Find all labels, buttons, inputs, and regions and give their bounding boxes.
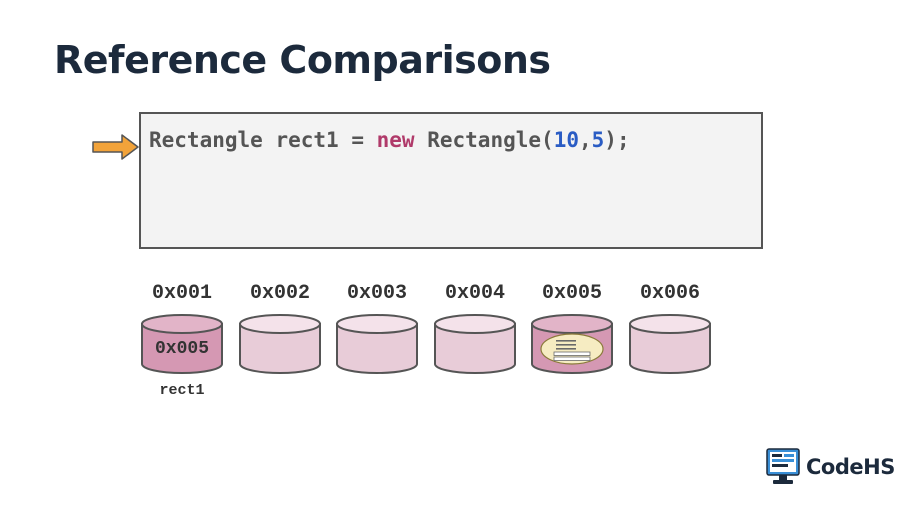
memory-address-label: 0x004 xyxy=(444,282,505,305)
code-line-1: Rectangle rect1 = new Rectangle(10,5); xyxy=(149,128,630,152)
memory-slot-value: 0x005 xyxy=(154,339,209,359)
code-keyword-new: new xyxy=(376,128,415,152)
memory-address-label: 0x003 xyxy=(346,282,407,305)
memory-slot-cylinder xyxy=(336,314,418,374)
code-type: Rectangle xyxy=(149,128,263,152)
slide-title: Reference Comparisons xyxy=(54,38,551,82)
code-panel: Rectangle rect1 = new Rectangle(10,5); xyxy=(139,112,763,249)
memory-slot-cylinder xyxy=(629,314,711,374)
code-close: ); xyxy=(604,128,630,152)
current-line-arrow-icon xyxy=(92,134,139,160)
memory-slot-cylinder xyxy=(531,314,613,374)
code-constructor: Rectangle xyxy=(427,128,542,152)
memory-address-label: 0x005 xyxy=(541,282,602,305)
codehs-logo: CodeHS xyxy=(766,448,895,486)
code-arg-width: 10 xyxy=(553,128,579,152)
object-thumbnail-icon xyxy=(540,333,604,365)
monitor-icon xyxy=(766,448,800,484)
code-open-paren: ( xyxy=(541,128,554,152)
code-comma: , xyxy=(578,128,592,152)
memory-address-label: 0x001 xyxy=(151,282,212,305)
memory-slot-cylinder xyxy=(434,314,516,374)
memory-slot-cylinder xyxy=(239,314,321,374)
variable-label: rect1 xyxy=(159,382,205,399)
memory-slot-cylinder xyxy=(141,314,223,374)
code-equals: = xyxy=(351,128,364,152)
memory-address-label: 0x006 xyxy=(639,282,700,305)
brand-name: CodeHS xyxy=(806,455,895,479)
memory-address-label: 0x002 xyxy=(249,282,310,305)
code-arg-height: 5 xyxy=(591,128,605,152)
code-variable: rect1 xyxy=(275,128,339,152)
